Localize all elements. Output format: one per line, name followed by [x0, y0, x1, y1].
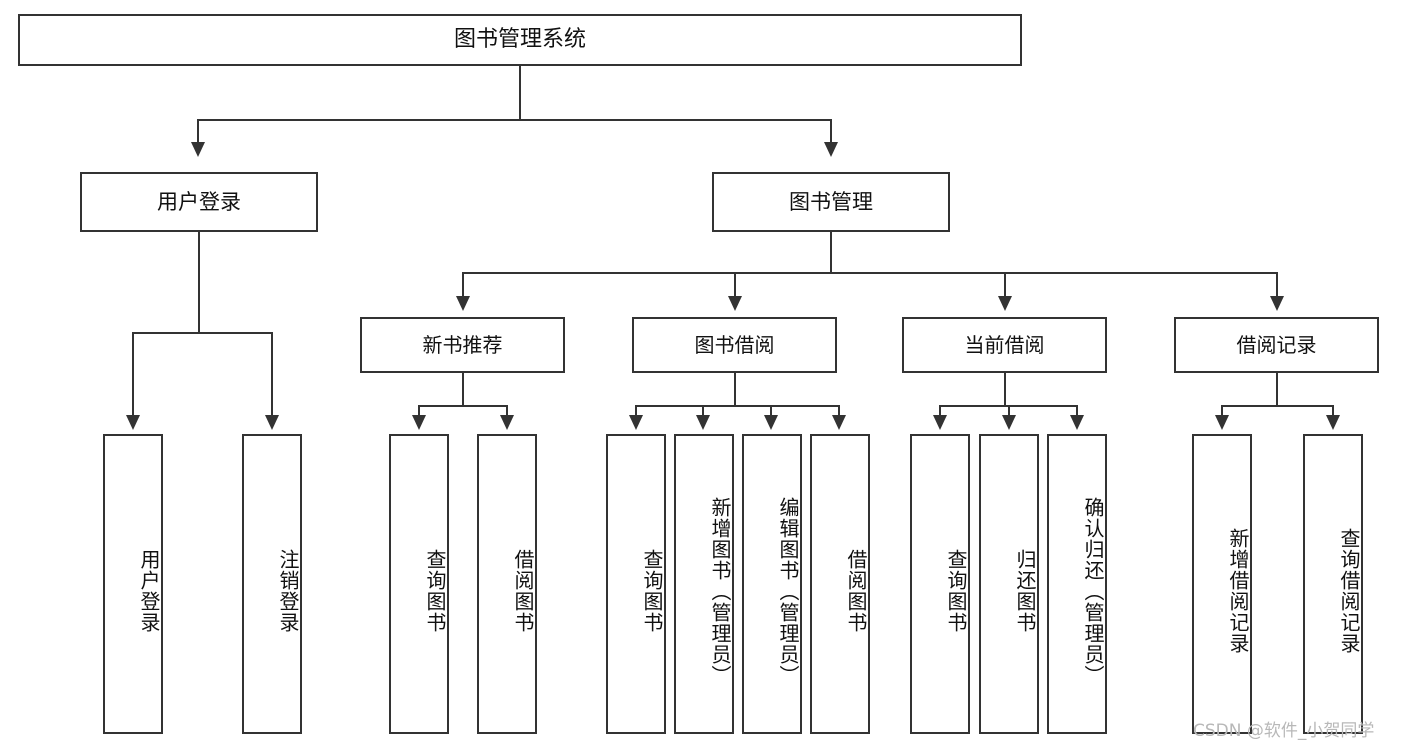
watermark-credit: CSDN @软件_小贺同学 — [1193, 721, 1375, 741]
leaf-edit-book[interactable]: 编辑图书（管理员） — [742, 434, 802, 734]
node-borrow-record[interactable]: 借阅记录 — [1174, 317, 1379, 373]
node-label: 新增图书（管理员） — [708, 496, 732, 686]
connector-book-borrow-drop-3 — [770, 405, 772, 417]
node-book-manage[interactable]: 图书管理 — [712, 172, 950, 232]
arrowhead-leaf-user-login — [126, 415, 140, 430]
node-label: 借阅图书 — [844, 549, 868, 633]
connector-borrow-record-drop-2 — [1332, 405, 1334, 417]
connector-new-book-drop-1 — [418, 405, 420, 417]
connector-level1-bus — [198, 119, 832, 121]
connector-book-manage-stem — [830, 232, 832, 273]
leaf-query-book-2[interactable]: 查询图书 — [606, 434, 666, 734]
node-label: 查询图书 — [944, 549, 968, 633]
arrowhead-add-record — [1215, 415, 1229, 430]
arrowhead-confirm-return — [1070, 415, 1084, 430]
node-root-book-management-system[interactable]: 图书管理系统 — [18, 14, 1022, 66]
leaf-logout[interactable]: 注销登录 — [242, 434, 302, 734]
connector-new-book-drop-2 — [506, 405, 508, 417]
arrowhead-leaf-logout — [265, 415, 279, 430]
arrowhead-add-book — [696, 415, 710, 430]
connector-to-book-manage — [830, 119, 832, 144]
arrowhead-borrow-book-1 — [500, 415, 514, 430]
leaf-return-book[interactable]: 归还图书 — [979, 434, 1039, 734]
node-new-book-recommend[interactable]: 新书推荐 — [360, 317, 565, 373]
node-label: 确认归还（管理员） — [1081, 496, 1105, 686]
node-label: 新书推荐 — [422, 332, 503, 357]
leaf-add-record[interactable]: 新增借阅记录 — [1192, 434, 1252, 734]
connector-drop-current-borrow — [1004, 272, 1006, 299]
node-user-login[interactable]: 用户登录 — [80, 172, 318, 232]
connector-borrow-record-stem — [1276, 373, 1278, 406]
arrowhead-borrow-book-2 — [832, 415, 846, 430]
connector-book-borrow-bus — [636, 405, 839, 407]
arrowhead-query-book-1 — [412, 415, 426, 430]
connector-book-borrow-drop-4 — [838, 405, 840, 417]
connector-borrow-record-drop-1 — [1221, 405, 1223, 417]
leaf-add-book[interactable]: 新增图书（管理员） — [674, 434, 734, 734]
node-label: 查询图书 — [640, 549, 664, 633]
node-label: 图书管理系统 — [453, 27, 586, 53]
connector-drop-book-borrow — [734, 272, 736, 299]
connector-current-borrow-drop-3 — [1076, 405, 1078, 417]
node-label: 查询图书 — [423, 549, 447, 633]
node-label: 用户登录 — [157, 189, 241, 214]
arrowhead-user-login — [191, 142, 205, 157]
node-label: 借阅图书 — [511, 549, 535, 633]
connector-new-book-bus — [419, 405, 508, 407]
node-label: 图书管理 — [789, 189, 873, 214]
leaf-query-record[interactable]: 查询借阅记录 — [1303, 434, 1363, 734]
arrowhead-current-borrow — [998, 296, 1012, 311]
arrowhead-book-borrow — [728, 296, 742, 311]
connector-current-borrow-drop-1 — [939, 405, 941, 417]
arrowhead-book-manage — [824, 142, 838, 157]
connector-drop-borrow-record — [1276, 272, 1278, 299]
connector-borrow-record-bus — [1222, 405, 1334, 407]
connector-root-stem — [519, 66, 521, 120]
arrowhead-query-book-2 — [629, 415, 643, 430]
leaf-query-book-3[interactable]: 查询图书 — [910, 434, 970, 734]
connector-book-borrow-drop-1 — [635, 405, 637, 417]
arrowhead-query-book-3 — [933, 415, 947, 430]
node-current-borrow[interactable]: 当前借阅 — [902, 317, 1107, 373]
connector-to-user-login — [197, 119, 199, 144]
arrowhead-new-book-recommend — [456, 296, 470, 311]
leaf-user-login[interactable]: 用户登录 — [103, 434, 163, 734]
node-label: 图书借阅 — [694, 332, 775, 357]
arrowhead-query-record — [1326, 415, 1340, 430]
leaf-borrow-book-1[interactable]: 借阅图书 — [477, 434, 537, 734]
connector-user-login-bus — [133, 332, 272, 334]
node-label: 用户登录 — [137, 549, 161, 633]
leaf-query-book-1[interactable]: 查询图书 — [389, 434, 449, 734]
connector-user-login-stem — [198, 232, 200, 333]
node-label: 查询借阅记录 — [1337, 528, 1361, 654]
leaf-confirm-return[interactable]: 确认归还（管理员） — [1047, 434, 1107, 734]
node-label: 编辑图书（管理员） — [776, 496, 800, 686]
connector-drop-new-book — [462, 272, 464, 299]
node-label: 借阅记录 — [1236, 332, 1317, 357]
node-book-borrow[interactable]: 图书借阅 — [632, 317, 837, 373]
node-label: 新增借阅记录 — [1226, 528, 1250, 654]
connector-new-book-stem — [462, 373, 464, 406]
node-label: 注销登录 — [276, 549, 300, 633]
node-label: 归还图书 — [1013, 549, 1037, 633]
connector-user-login-drop-1 — [132, 332, 134, 417]
connector-current-borrow-stem — [1004, 373, 1006, 406]
arrowhead-return-book — [1002, 415, 1016, 430]
connector-current-borrow-drop-2 — [1008, 405, 1010, 417]
arrowhead-borrow-record — [1270, 296, 1284, 311]
connector-level2-bus — [463, 272, 1278, 274]
connector-user-login-drop-2 — [271, 332, 273, 417]
node-label: 当前借阅 — [964, 332, 1045, 357]
arrowhead-edit-book — [764, 415, 778, 430]
connector-book-borrow-drop-2 — [702, 405, 704, 417]
connector-book-borrow-stem — [734, 373, 736, 406]
leaf-borrow-book-2[interactable]: 借阅图书 — [810, 434, 870, 734]
